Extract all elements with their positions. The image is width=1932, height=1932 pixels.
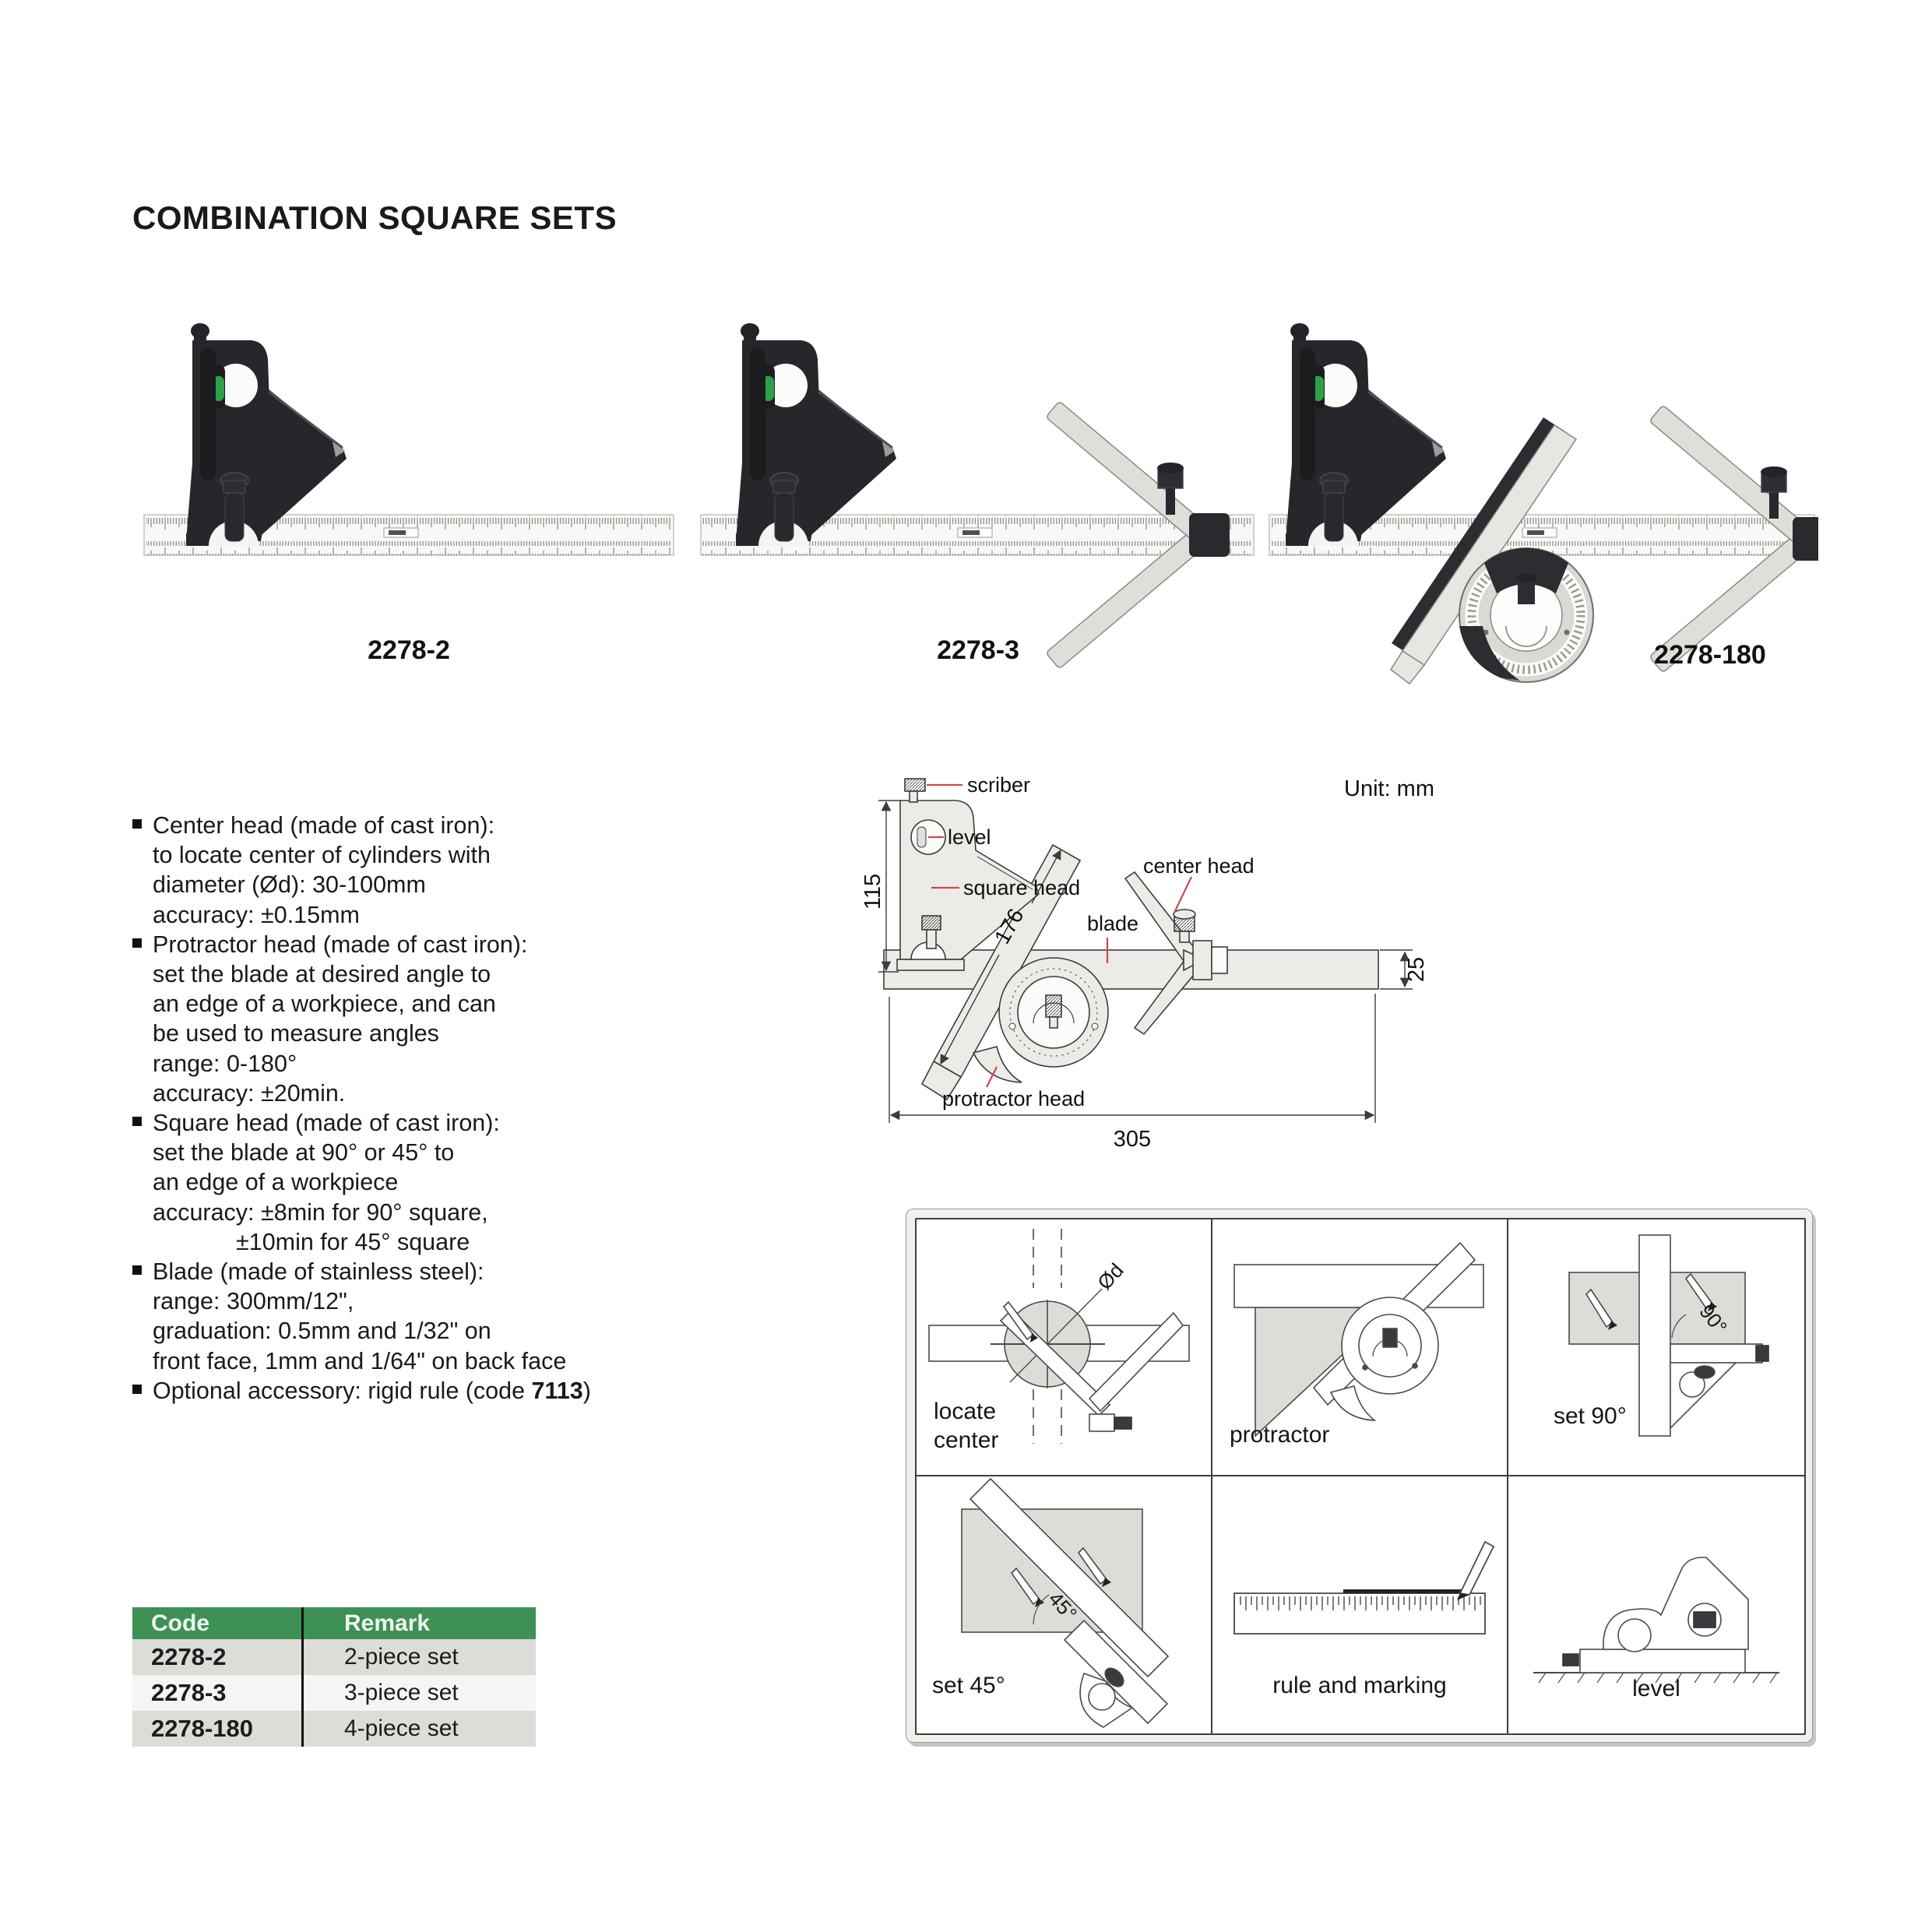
spec-text: front face, 1mm and 1/64" on back face — [153, 1347, 567, 1374]
usage-cell-rule-marking: rule and marking — [1212, 1476, 1508, 1733]
bullet-square-icon — [132, 1117, 142, 1127]
diagram-center-head-shape — [1124, 871, 1228, 1036]
dim-305: 305 — [1114, 1127, 1151, 1152]
bullet-square-icon — [132, 938, 142, 948]
usage-grid: Ød locate center — [915, 1218, 1806, 1735]
set-90-illustration: 90° — [1568, 1234, 1769, 1437]
remark-cell: 2-piece set — [301, 1639, 536, 1675]
usage-cell-set-90: 90° set 90° — [1508, 1219, 1804, 1476]
spec-item: Blade (made of stainless steel): — [132, 1257, 709, 1286]
usage-cell-protractor: protractor — [1212, 1219, 1508, 1476]
locate-center-illustration: Ød — [928, 1229, 1190, 1444]
product-photo-2278-2 — [143, 322, 674, 556]
diagram-protractor-shape — [920, 843, 1109, 1101]
spec-text: ) — [582, 1377, 591, 1404]
usage-label: locate center — [934, 1399, 999, 1453]
product-photo-2278-180 — [1269, 322, 1818, 685]
spec-text: an edge of a workpiece, and can — [153, 991, 496, 1018]
protractor-head-photo — [1389, 417, 1594, 685]
usage-cell-level: level — [1508, 1476, 1804, 1733]
col-header-remark: Remark — [301, 1607, 536, 1639]
level-label: level — [948, 825, 991, 849]
usage-label: level — [1632, 1676, 1680, 1701]
table-row: 2278-2 2-piece set — [132, 1639, 536, 1675]
spec-item: Center head (made of cast iron): — [132, 811, 709, 840]
usage-label: set 90° — [1554, 1403, 1627, 1429]
spec-text: Blade (made of stainless steel): — [153, 1258, 484, 1286]
spec-text: graduation: 0.5mm and 1/32" on — [153, 1318, 491, 1345]
spec-text: to locate center of cylinders with — [153, 842, 491, 869]
diagram-square-head-shape — [896, 778, 1040, 971]
scriber-label: scriber — [967, 773, 1030, 797]
center-head-label: center head — [1143, 854, 1255, 878]
spec-text: ±10min for 45° square — [236, 1228, 470, 1255]
usage-illustrations-panel: Ød locate center — [906, 1209, 1813, 1743]
spec-text: diameter (Ød): 30-100mm — [153, 871, 426, 899]
remark-cell: 4-piece set — [301, 1711, 536, 1747]
dim-25: 25 — [1404, 957, 1429, 982]
usage-cell-set-45: 45° set 45° — [917, 1476, 1212, 1733]
code-cell: 2278-3 — [151, 1679, 227, 1706]
remark-cell: 3-piece set — [301, 1675, 536, 1711]
spec-text: set the blade at 90° or 45° to — [153, 1139, 455, 1167]
usage-label: protractor — [1230, 1422, 1330, 1448]
spec-text: accuracy: ±8min for 90° square, — [153, 1198, 488, 1226]
set-45-illustration: 45° — [961, 1477, 1170, 1728]
rule-marking-illustration — [1233, 1540, 1495, 1635]
table-header-row: Code Remark — [132, 1607, 536, 1639]
spec-text: range: 0-180° — [153, 1050, 297, 1077]
product-photo-2278-3 — [700, 322, 1255, 670]
spec-text: set the blade at desired angle to — [153, 961, 491, 988]
col-header-code: Code — [132, 1607, 301, 1639]
spec-item: Protractor head (made of cast iron): — [132, 930, 709, 959]
diameter-annotation: Ød — [1093, 1258, 1128, 1294]
blade-label: blade — [1087, 912, 1138, 935]
bullet-square-icon — [132, 1384, 142, 1394]
bullet-square-icon — [132, 1265, 142, 1276]
usage-cell-locate-center: Ød locate center — [917, 1219, 1212, 1476]
code-table: Code Remark 2278-2 2-piece set 2278-3 3-… — [132, 1607, 536, 1747]
spec-text: Optional accessory: rigid rule (code — [153, 1377, 532, 1404]
code-cell: 2278-2 — [151, 1643, 227, 1670]
product-code-label: 2278-180 — [1654, 640, 1766, 670]
product-code-label: 2278-3 — [937, 635, 1019, 665]
protractor-head-label: protractor head — [942, 1087, 1085, 1110]
product-photos — [143, 322, 1818, 685]
code-cell: 2278-180 — [151, 1715, 254, 1742]
unit-label: Unit: mm — [1344, 776, 1433, 801]
dimension-lines — [878, 800, 1413, 1123]
page-title: COMBINATION SQUARE SETS — [132, 199, 618, 236]
accessory-code: 7113 — [531, 1377, 583, 1404]
spec-text: Square head (made of cast iron): — [153, 1110, 500, 1137]
square-head-label: square head — [963, 876, 1080, 899]
spec-text: Center head (made of cast iron): — [153, 812, 495, 839]
spec-text: accuracy: ±20min. — [153, 1079, 346, 1107]
usage-label: set 45° — [932, 1673, 1005, 1698]
product-code-label: 2278-2 — [368, 635, 450, 665]
protractor-illustration — [1233, 1241, 1484, 1438]
spec-item: Optional accessory: rigid rule (code 711… — [132, 1376, 709, 1406]
usage-label: rule and marking — [1272, 1673, 1447, 1698]
spec-list: Center head (made of cast iron): to loca… — [132, 811, 709, 1406]
bullet-square-icon — [132, 819, 142, 829]
table-row: 2278-3 3-piece set — [132, 1675, 536, 1711]
dim-115: 115 — [860, 874, 885, 910]
leader-lines — [927, 783, 1192, 1088]
table-row: 2278-180 4-piece set — [132, 1711, 536, 1747]
level-illustration — [1533, 1557, 1779, 1684]
spec-text: accuracy: ±0.15mm — [153, 901, 360, 928]
diagram-blade-shape — [883, 949, 1379, 990]
technical-diagram: Unit: mm scriber level square head cente… — [860, 773, 1433, 1152]
spec-text: an edge of a workpiece — [153, 1169, 399, 1196]
spec-text: be used to measure angles — [153, 1020, 439, 1047]
spec-text: range: 300mm/12", — [153, 1288, 354, 1315]
spec-item: Square head (made of cast iron): — [132, 1108, 709, 1138]
spec-text: Protractor head (made of cast iron): — [153, 931, 528, 958]
